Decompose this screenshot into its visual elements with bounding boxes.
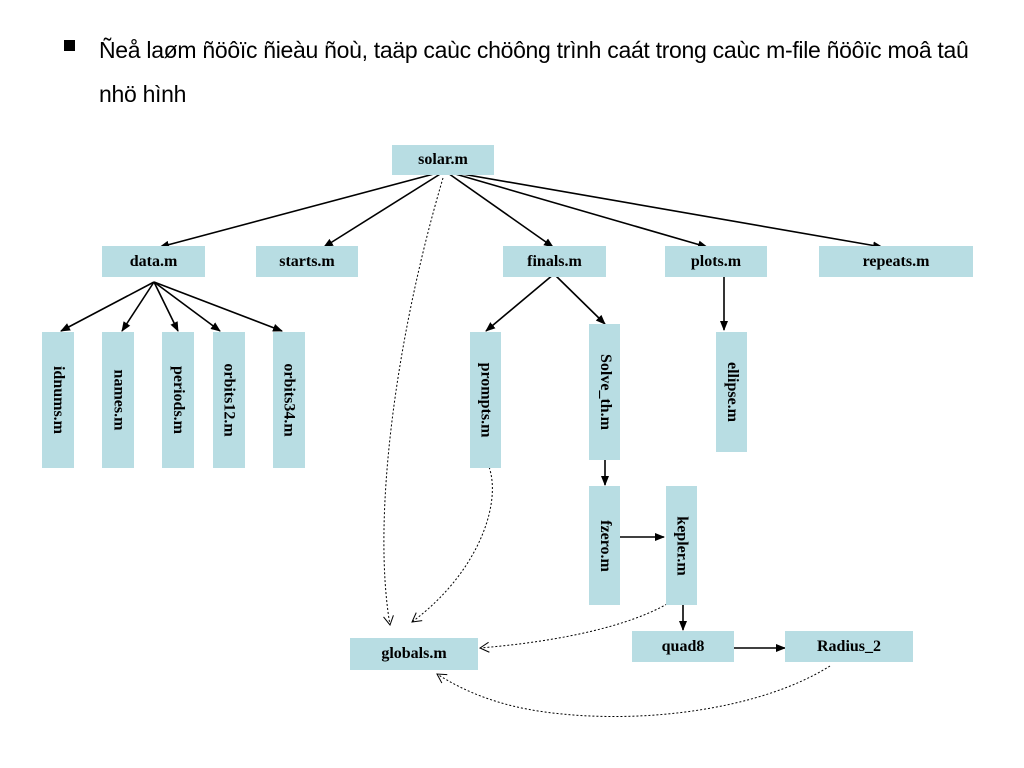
arrow-finals-to-prompts [485, 273, 555, 332]
node-orbits12-label: orbits12.m [221, 363, 239, 437]
node-repeats: repeats.m [819, 246, 973, 277]
node-quad8-label: quad8 [661, 637, 705, 655]
node-finals-label: finals.m [527, 252, 582, 270]
node-idnums: idnums.m [42, 332, 74, 468]
arrow-solar-to-starts [323, 170, 446, 248]
node-data-label: data.m [129, 252, 178, 270]
node-starts-label: starts.m [279, 252, 335, 270]
node-periods: periods.m [162, 332, 194, 468]
arrow-finals-to-solve-th [553, 273, 606, 325]
arrow-solar-to-finals [444, 170, 554, 248]
node-orbits34-label: orbits34.m [281, 363, 299, 437]
node-plots-label: plots.m [690, 252, 742, 270]
node-starts: starts.m [256, 246, 358, 277]
dotted-arrow-solar-to-globals [383, 177, 444, 627]
arrow-data-to-names [121, 281, 155, 332]
node-quad8: quad8 [632, 631, 734, 662]
node-solve-th: Solve_th.m [589, 324, 620, 460]
dotted-arrow-radius2-to-globals [436, 665, 831, 718]
node-data: data.m [102, 246, 205, 277]
node-ellipse-label: ellipse.m [723, 362, 741, 422]
arrow-solar-to-data [159, 170, 446, 249]
arrow-data-to-periods [153, 281, 179, 332]
arrow-data-to-orbits12 [153, 281, 221, 332]
arrow-solar-to-repeats [444, 170, 883, 250]
node-finals: finals.m [503, 246, 606, 277]
node-orbits34: orbits34.m [273, 332, 305, 468]
node-kepler-label: kepler.m [673, 515, 691, 576]
square-bullet-icon [64, 40, 75, 51]
node-names-label: names.m [110, 369, 128, 431]
arrow-solar-to-plots [444, 170, 708, 249]
node-radius2-label: Radius_2 [816, 637, 882, 655]
node-fzero-label: fzero.m [596, 519, 614, 572]
dotted-arrow-prompts-to-globals [411, 459, 493, 623]
node-orbits12: orbits12.m [213, 332, 245, 468]
node-globals: globals.m [350, 638, 478, 670]
node-globals-label: globals.m [381, 645, 447, 662]
node-kepler: kepler.m [666, 486, 697, 605]
node-ellipse: ellipse.m [716, 332, 747, 452]
bullet-text: Ñeå laøm ñöôïc ñieàu ñoù, taäp caùc chöô… [99, 37, 969, 107]
node-solar-label: solar.m [418, 151, 468, 168]
arrow-data-to-orbits34 [153, 281, 283, 332]
node-plots: plots.m [665, 246, 767, 277]
node-periods-label: periods.m [170, 366, 187, 434]
node-fzero: fzero.m [589, 486, 620, 605]
dotted-arrow-kepler-to-globals [478, 603, 668, 653]
node-solve-th-label: Solve_th.m [596, 354, 614, 430]
node-radius2: Radius_2 [785, 631, 913, 662]
node-idnums-label: idnums.m [50, 365, 67, 435]
node-repeats-label: repeats.m [862, 252, 930, 270]
node-solar: solar.m [392, 145, 494, 175]
node-names: names.m [102, 332, 134, 468]
node-prompts-label: prompts.m [477, 362, 495, 438]
arrow-data-to-idnums [60, 281, 155, 332]
node-prompts: prompts.m [470, 332, 501, 468]
